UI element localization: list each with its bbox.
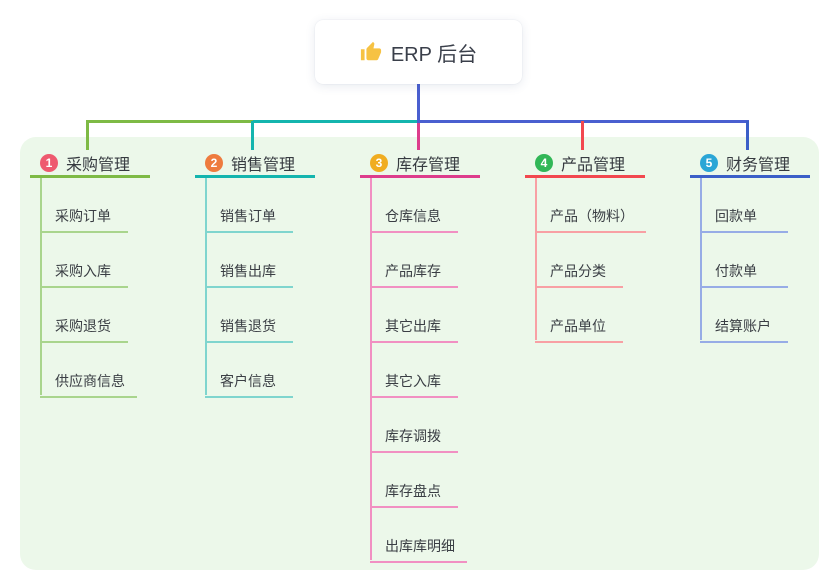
- branch-trunk-line: [370, 178, 372, 560]
- child-node[interactable]: 库存盘点: [370, 453, 458, 508]
- branch-node-inventory[interactable]: 3 库存管理: [360, 150, 480, 178]
- branch-children: 回款单 付款单 结算账户: [690, 178, 820, 343]
- branch-trunk-line: [205, 178, 207, 395]
- bus-line-purchase: [86, 120, 254, 123]
- branch-label: 采购管理: [66, 156, 131, 174]
- root-connector-line: [417, 84, 420, 123]
- child-node[interactable]: 库存调拨: [370, 398, 458, 453]
- child-node[interactable]: 采购订单: [40, 178, 128, 233]
- branch-number-badge: 5: [700, 153, 718, 172]
- child-node[interactable]: 产品分类: [535, 233, 623, 288]
- child-node[interactable]: 付款单: [700, 233, 788, 288]
- branch-node-sales[interactable]: 2 销售管理: [195, 150, 315, 178]
- child-node[interactable]: 销售订单: [205, 178, 293, 233]
- branch-finance: 5 财务管理 回款单 付款单 结算账户: [690, 150, 820, 343]
- root-node-label: ERP 后台: [390, 43, 478, 66]
- child-node[interactable]: 回款单: [700, 178, 788, 233]
- branch-children: 采购订单 采购入库 采购退货 供应商信息: [30, 178, 160, 398]
- drop-line-inventory: [417, 123, 420, 150]
- child-node[interactable]: 产品单位: [535, 288, 623, 343]
- branch-children: 销售订单 销售出库 销售退货 客户信息: [195, 178, 325, 398]
- branch-node-product[interactable]: 4 产品管理: [525, 150, 645, 178]
- child-node[interactable]: 仓库信息: [370, 178, 458, 233]
- branch-trunk-line: [40, 178, 42, 395]
- branch-node-purchase[interactable]: 1 采购管理: [30, 150, 150, 178]
- drop-line-finance: [746, 121, 749, 150]
- branch-inventory: 3 库存管理 仓库信息 产品库存 其它出库 其它入库 库存调拨 库存盘点 出库库…: [360, 150, 490, 563]
- child-node[interactable]: 产品库存: [370, 233, 458, 288]
- child-node[interactable]: 采购入库: [40, 233, 128, 288]
- drop-line-purchase: [86, 121, 89, 150]
- branch-label: 库存管理: [396, 156, 461, 174]
- child-node[interactable]: 销售出库: [205, 233, 293, 288]
- branch-sales: 2 销售管理 销售订单 销售出库 销售退货 客户信息: [195, 150, 325, 398]
- branch-number-badge: 3: [370, 153, 388, 172]
- child-node[interactable]: 其它入库: [370, 343, 458, 398]
- branch-label: 销售管理: [231, 156, 296, 174]
- branch-number-badge: 1: [40, 153, 58, 172]
- branch-trunk-line: [700, 178, 702, 340]
- branch-number-badge: 2: [205, 153, 223, 172]
- branch-children: 产品（物料） 产品分类 产品单位: [525, 178, 655, 343]
- child-node[interactable]: 结算账户: [700, 288, 788, 343]
- branch-purchase: 1 采购管理 采购订单 采购入库 采购退货 供应商信息: [30, 150, 160, 398]
- child-node[interactable]: 客户信息: [205, 343, 293, 398]
- branch-node-finance[interactable]: 5 财务管理: [690, 150, 810, 178]
- child-node[interactable]: 供应商信息: [40, 343, 137, 398]
- bus-line-sales: [253, 120, 418, 123]
- branch-trunk-line: [535, 178, 537, 340]
- thumbs-up-icon: [360, 41, 381, 61]
- branch-children: 仓库信息 产品库存 其它出库 其它入库 库存调拨 库存盘点 出库库明细: [360, 178, 490, 563]
- mindmap-background-panel: [20, 137, 819, 570]
- drop-line-sales: [251, 121, 254, 150]
- child-node[interactable]: 出库库明细: [370, 508, 467, 563]
- root-node-erp[interactable]: ERP 后台: [315, 20, 522, 84]
- child-node[interactable]: 采购退货: [40, 288, 128, 343]
- child-node[interactable]: 销售退货: [205, 288, 293, 343]
- branch-label: 财务管理: [726, 156, 791, 174]
- child-node[interactable]: 其它出库: [370, 288, 458, 343]
- child-node[interactable]: 产品（物料）: [535, 178, 646, 233]
- drop-line-product: [581, 121, 584, 150]
- branch-number-badge: 4: [535, 153, 553, 172]
- branch-label: 产品管理: [561, 156, 626, 174]
- branch-product: 4 产品管理 产品（物料） 产品分类 产品单位: [525, 150, 655, 343]
